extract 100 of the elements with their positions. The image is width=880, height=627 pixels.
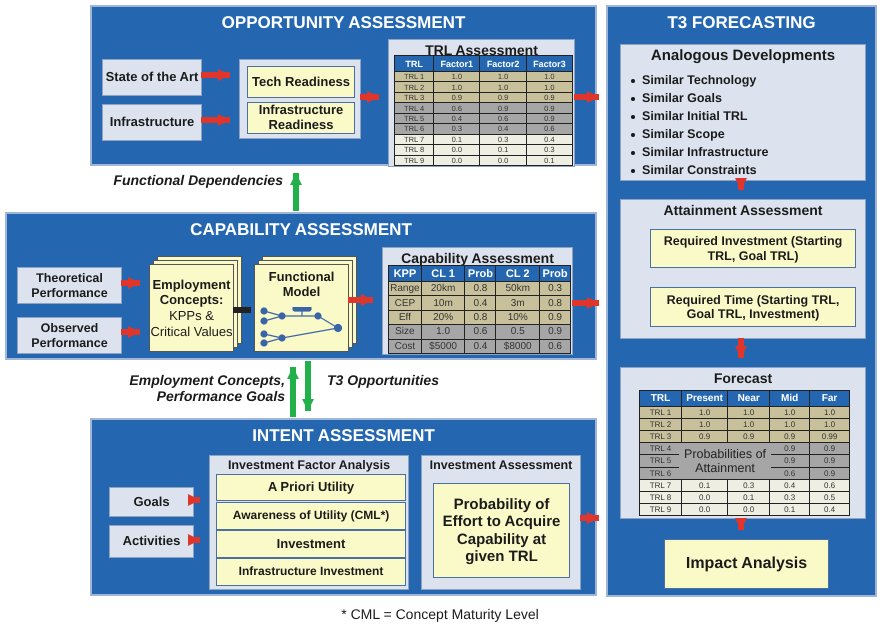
box-title: Attainment Assessment — [662, 202, 824, 218]
process-box: Awareness of Utility (CML*) — [216, 502, 406, 530]
process-box: Goals — [109, 487, 194, 517]
box-heading: Employment Concepts: — [151, 276, 232, 308]
table-cell: 0.0 — [727, 502, 770, 516]
section-title: OPPORTUNITY ASSESSMENT — [220, 13, 466, 33]
table-cell: 0.4 — [809, 502, 850, 516]
edge-label: Functional Dependencies — [113, 172, 283, 188]
arrow — [188, 534, 200, 546]
table-cell: 1.0 — [681, 418, 728, 432]
table-cell: Range — [388, 281, 422, 296]
process-box: A Priori Utility — [216, 474, 406, 501]
process-box: Probability of Effort to Acquire Capability at given TRL — [433, 483, 570, 578]
process-box: Required Time (Starting TRL, Goal TRL, Investment) — [650, 287, 856, 327]
process-box — [620, 199, 866, 339]
arrow — [360, 91, 379, 103]
table-header-cell: TRL — [394, 55, 434, 72]
table-cell: 0.9 — [809, 466, 850, 480]
table-cell: 0.9 — [809, 454, 850, 468]
process-box: Impact Analysis — [664, 539, 829, 589]
table-cell: 0.9 — [681, 430, 728, 444]
table-cell: 0.3 — [539, 281, 571, 296]
process-box — [620, 44, 866, 181]
process-box: Investment — [216, 530, 406, 558]
list-item: Similar Scope — [642, 127, 725, 141]
table-cell: 0.8 — [464, 281, 496, 296]
process-box — [382, 247, 573, 355]
table-header-cell: Prob — [464, 265, 496, 282]
table-header-cell: CL 2 — [495, 265, 540, 282]
table-cell: 0.6 — [539, 338, 571, 354]
table-cell: 0.0 — [681, 502, 728, 516]
table-header-cell: Factor2 — [479, 55, 527, 72]
section-title: T3 FORECASTING — [666, 13, 817, 33]
arrow — [121, 277, 140, 289]
table-cell: Cost — [388, 338, 422, 354]
table-cell: 1.0 — [809, 406, 850, 420]
table-cell: TRL 8 — [639, 490, 682, 504]
table-cell: CEP — [388, 295, 422, 311]
section-title: CAPABILITY ASSESSMENT — [189, 220, 413, 240]
list-item: Similar Infrastructure — [642, 145, 768, 159]
section-panel — [606, 5, 877, 597]
process-box — [388, 39, 575, 167]
table-header-cell: Factor3 — [526, 55, 573, 72]
arrow — [287, 367, 299, 417]
process-box: Required Investment (Starting TRL, Goal TRL) — [650, 229, 856, 268]
table-cell: 1.0 — [681, 406, 728, 420]
table-cell: 0.9 — [727, 430, 770, 444]
table-cell: TRL 3 — [639, 430, 682, 444]
table-cell: Size — [388, 324, 422, 340]
table-cell: 1.0 — [769, 418, 810, 432]
table-cell: $8000 — [495, 338, 540, 354]
table-cell: 0.4 — [464, 338, 496, 354]
table-cell: 1.0 — [727, 418, 770, 432]
arrow — [302, 361, 314, 411]
table-cell: 0.9 — [809, 442, 850, 456]
list-item: Similar Goals — [642, 91, 722, 105]
table-cell: TRL 9 — [639, 502, 682, 516]
edge-label: T3 Opportunities — [327, 372, 439, 388]
section-panel — [5, 212, 597, 360]
table-cell: TRL 2 — [639, 418, 682, 432]
table-cell: 0.9 — [539, 324, 571, 340]
table-header-cell: Prob — [539, 265, 571, 282]
arrow — [580, 512, 599, 524]
table-cell: 0.6 — [464, 324, 496, 340]
arrow — [290, 173, 302, 211]
process-box: Tech Readiness — [247, 66, 355, 98]
process-box — [620, 367, 866, 519]
container-box — [239, 59, 361, 139]
table-header-cell: Present — [681, 390, 728, 407]
table-cell: 0.5 — [809, 490, 850, 504]
table-header-cell: TRL — [639, 390, 682, 407]
list-item: Similar Initial TRL — [642, 109, 748, 123]
process-box: Theoretical Performance — [17, 267, 122, 304]
table-cell: 1.0 — [727, 406, 770, 420]
process-box — [209, 455, 409, 590]
process-box: State of the Art — [102, 59, 202, 96]
table-cell: TRL 1 — [639, 406, 682, 420]
arrow — [201, 114, 230, 126]
arrow — [572, 297, 599, 309]
box-title: TRL Assessment — [424, 42, 539, 58]
table-cell: 3m — [495, 295, 540, 311]
section-panel — [90, 5, 597, 166]
table-cell: 0.0 — [681, 490, 728, 504]
caption: * CML = Concept Maturity Level — [340, 606, 540, 622]
arrow — [348, 294, 373, 306]
arrow — [201, 69, 230, 81]
section-panel — [90, 418, 597, 596]
box-text: KPPs & Critical Values — [150, 308, 233, 340]
table-header-cell: CL 1 — [420, 265, 466, 282]
table-cell: 0.3 — [769, 490, 810, 504]
table-cell: 0.6 — [809, 478, 850, 492]
table-cell: 0.1 — [769, 502, 810, 516]
arrow — [735, 338, 747, 358]
process-box — [421, 455, 581, 590]
table-header-cell: Far — [809, 390, 850, 407]
table-cell: 0.4 — [769, 478, 810, 492]
table-cell: 0.99 — [809, 430, 850, 444]
table-cell: 0.1 — [727, 490, 770, 504]
table-cell: 1.0 — [769, 406, 810, 420]
table-header-cell: Factor1 — [433, 55, 480, 72]
